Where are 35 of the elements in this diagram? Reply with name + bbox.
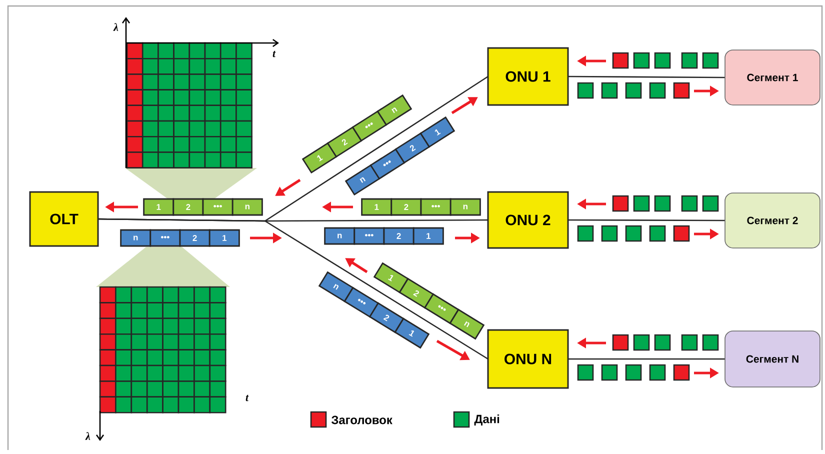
- frame-cell: n: [450, 198, 481, 216]
- frame-cell: n: [324, 227, 356, 245]
- axis-label: λ: [113, 23, 118, 31]
- link-line: [98, 218, 488, 360]
- axis-label: t: [246, 394, 249, 402]
- frame-cell: 1: [412, 227, 444, 245]
- link-line: [568, 76, 725, 78]
- frame-cell: 2: [390, 198, 422, 216]
- frame-cell: n: [120, 229, 152, 247]
- frame-cell: n: [232, 198, 263, 216]
- frame-cell: •••: [150, 229, 181, 247]
- device-box: OLT: [29, 191, 99, 247]
- legend-label: Заголовок: [331, 416, 392, 424]
- segment-box: Сегмент N: [724, 330, 820, 388]
- frame-cell: •••: [202, 198, 234, 216]
- axis-label: λ: [85, 432, 90, 440]
- frame-cell: 2: [172, 198, 204, 216]
- legend-label: Дані: [474, 414, 500, 426]
- frame-cell: 1: [143, 198, 174, 216]
- frame-cell: 2: [383, 227, 414, 245]
- segment-box: Сегмент 2: [724, 192, 820, 248]
- frame-cell: 2: [179, 229, 210, 247]
- frame-cell: n: [318, 271, 354, 302]
- axis-label: t: [272, 50, 276, 58]
- frame-cell: 1: [208, 229, 240, 247]
- device-box: ONU 2: [487, 191, 569, 249]
- link-line: [568, 219, 725, 222]
- segment-box: Сегмент 1: [724, 50, 820, 106]
- frame-cell: •••: [420, 198, 452, 216]
- link-line: [568, 358, 725, 360]
- frame-cell: 1: [373, 262, 409, 294]
- device-box: ONU N: [487, 329, 569, 389]
- frame-cell: •••: [354, 227, 385, 245]
- device-box: ONU 1: [487, 47, 569, 106]
- frame-cell: 1: [361, 198, 392, 216]
